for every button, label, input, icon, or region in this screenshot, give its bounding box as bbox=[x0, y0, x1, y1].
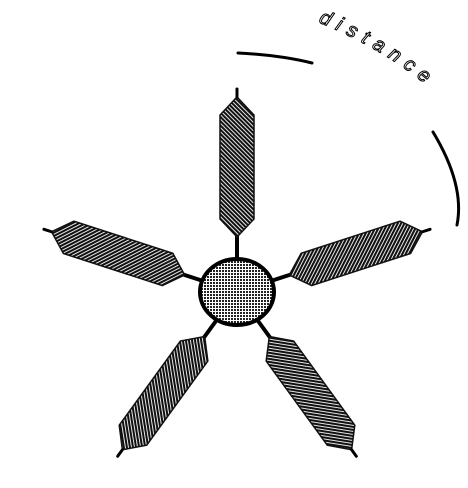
arm-1 bbox=[220, 89, 254, 258]
arm-connector bbox=[203, 320, 217, 339]
arm-body bbox=[46, 216, 190, 292]
arm-body bbox=[284, 216, 428, 292]
arm-4 bbox=[104, 310, 231, 467]
arm-body bbox=[220, 97, 254, 237]
distance-label-text: distance bbox=[316, 6, 441, 92]
arm-body bbox=[109, 327, 219, 460]
arm-3 bbox=[243, 310, 370, 467]
arm-tip bbox=[44, 229, 52, 231]
distance-label: distance bbox=[316, 6, 441, 92]
arm-tip bbox=[352, 450, 357, 456]
arm-connector bbox=[257, 320, 271, 339]
distance-arc-upper bbox=[238, 53, 312, 63]
arm-tip bbox=[118, 450, 123, 456]
arm-tip bbox=[422, 229, 430, 231]
arm-5 bbox=[39, 213, 210, 298]
arm-2 bbox=[264, 213, 435, 298]
central-hub bbox=[200, 259, 274, 325]
distance-arc-lower bbox=[433, 132, 459, 225]
arm-body bbox=[256, 327, 366, 460]
